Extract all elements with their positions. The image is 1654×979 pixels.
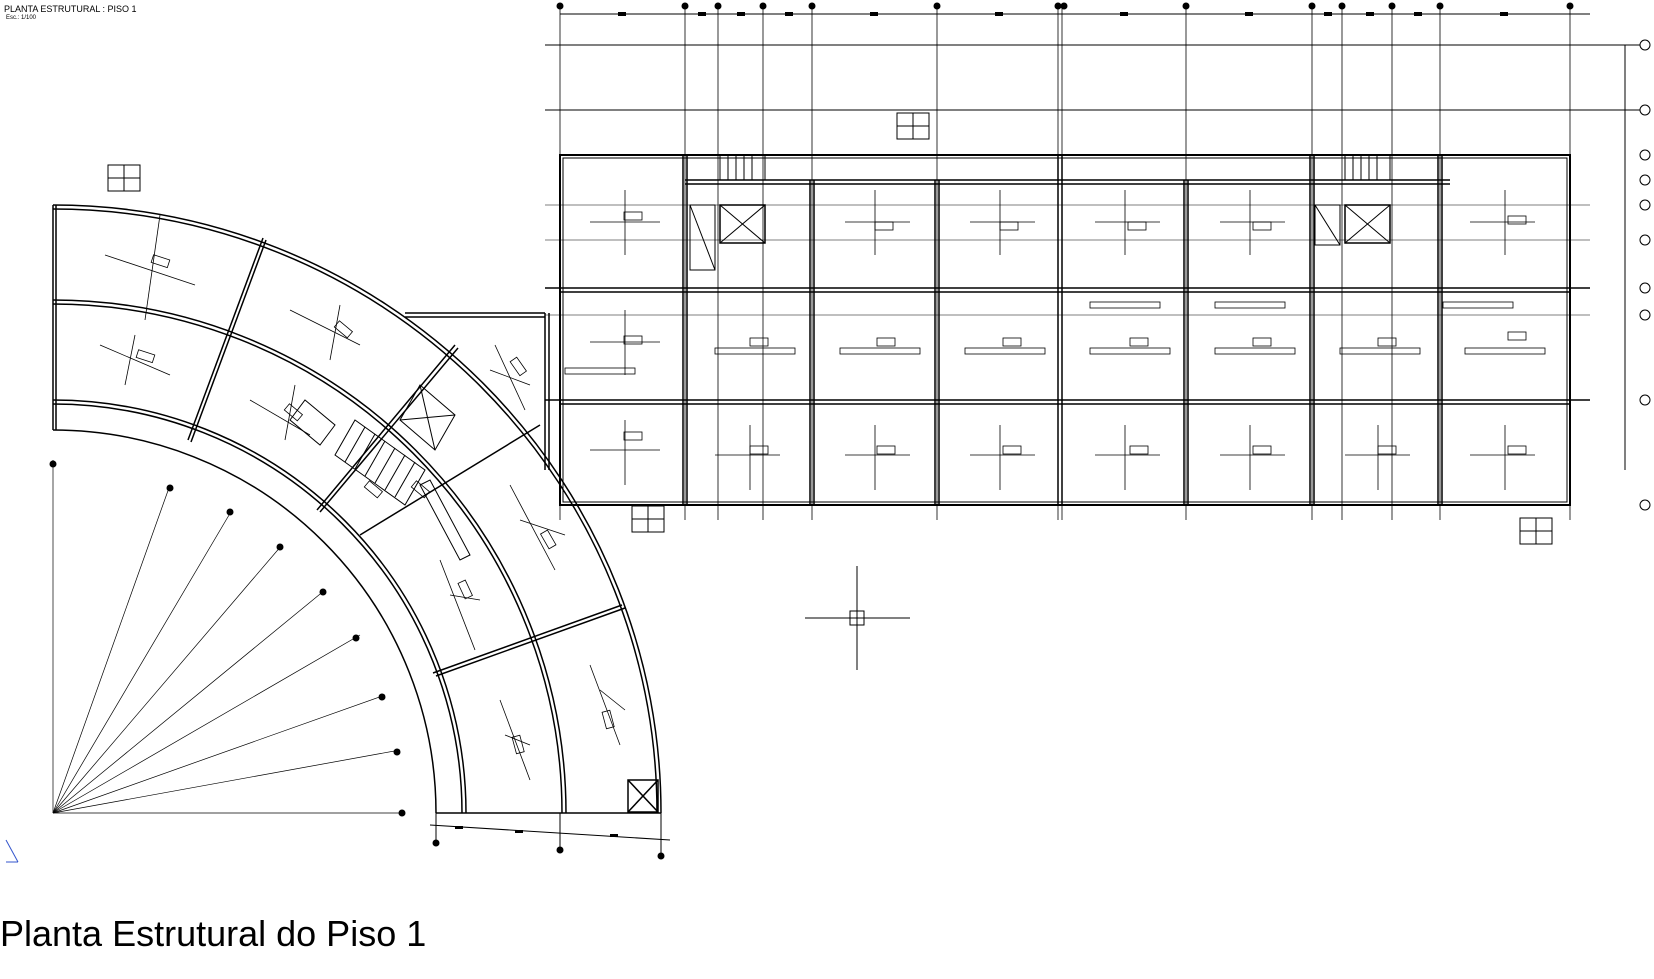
bottom-dimension-line [429, 813, 671, 856]
horizontal-beams [545, 179, 1590, 405]
rectangular-wing [545, 2, 1651, 545]
curved-elevator-box [627, 779, 659, 813]
dimension-ticks-top [618, 12, 1508, 16]
vertical-grid-lines [559, 6, 1571, 520]
ucs-icon [5, 839, 19, 863]
crosshair-cursor-icon [805, 566, 910, 670]
outer-wall [559, 154, 1571, 506]
drawing-scale-label: Esc.: 1/100 [6, 15, 37, 21]
slab-span-marks [590, 190, 1535, 490]
curved-slab-label-boxes [135, 254, 615, 755]
vertical-beams [682, 155, 1443, 505]
radial-grid-rays [52, 460, 405, 814]
connector-corridor [405, 312, 550, 470]
elevator-core-right [1314, 154, 1391, 246]
slab-label-boxes [564, 211, 1546, 455]
section-tag-top [896, 112, 930, 140]
grid-bubbles-right [1624, 39, 1651, 511]
section-tag-curved [107, 164, 141, 192]
curved-wing [49, 164, 671, 860]
drawing-header-title: PLANTA ESTRUTURAL : PISO 1 [4, 4, 137, 14]
curved-beams [52, 204, 662, 814]
drawing-caption: Planta Estrutural do Piso 1 [0, 913, 427, 954]
section-tag-bottom-left [631, 505, 665, 533]
structural-plan-drawing [5, 2, 1651, 863]
curved-radial-beams [52, 205, 661, 814]
grid-bubbles-top [556, 2, 1574, 10]
curved-stair-core [289, 384, 471, 561]
elevator-core-left [689, 154, 766, 271]
grid-bubbles-curved [49, 460, 665, 860]
curved-slab-span-marks [99, 214, 626, 781]
section-tag-bottom-right [1519, 517, 1553, 545]
inner-wall [562, 157, 1568, 503]
